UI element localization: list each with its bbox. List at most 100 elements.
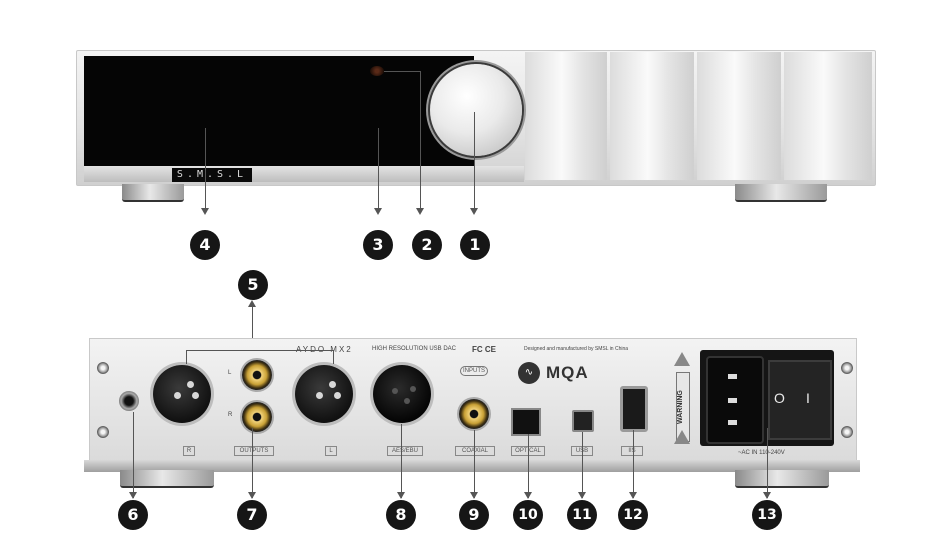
- model-subtitle: HIGH RESOLUTION USB DAC: [372, 346, 457, 352]
- ac-input-label: ~AC IN 110-240V: [738, 450, 785, 456]
- label-outputs: OUTPUTS: [234, 446, 274, 456]
- xlr-pin: [316, 392, 323, 399]
- callout-12: 12: [618, 500, 648, 530]
- leader-line-7: [252, 428, 253, 498]
- front-foot-left: [122, 184, 184, 202]
- iec-pin: [728, 420, 737, 425]
- ir-receiver: [370, 66, 384, 76]
- iec-pin: [728, 398, 737, 403]
- arrow-6: [129, 492, 137, 499]
- front-display: [84, 56, 474, 166]
- heatsink-fin: [610, 52, 694, 180]
- xlr-pin: [334, 392, 341, 399]
- label-r: R: [183, 446, 195, 456]
- iis-input[interactable]: [620, 386, 648, 432]
- rca-output-l[interactable]: [242, 360, 272, 390]
- callout-5: 5: [238, 270, 268, 300]
- xlr-pin: [187, 381, 194, 388]
- screw: [97, 362, 109, 374]
- leader-line-8: [401, 424, 402, 498]
- callout-2: 2: [412, 230, 442, 260]
- leader-line-2h: [384, 71, 420, 72]
- callout-4: 4: [190, 230, 220, 260]
- xlr-pin: [329, 381, 336, 388]
- arrow-11: [578, 492, 586, 499]
- callout-9: 9: [459, 500, 489, 530]
- screw: [841, 362, 853, 374]
- arrow-7: [248, 492, 256, 499]
- arrow-8: [397, 492, 405, 499]
- callout-8: 8: [386, 500, 416, 530]
- front-foot-right: [735, 184, 827, 202]
- leader-line-3: [378, 128, 379, 210]
- certification-marks: FC CE: [472, 345, 496, 354]
- rca-output-r[interactable]: [242, 402, 272, 432]
- switch-off-symbol: O: [774, 390, 785, 406]
- xlr-socket: [410, 386, 416, 392]
- arrow-1: [470, 208, 478, 215]
- leader-line-13: [767, 428, 768, 498]
- optical-input[interactable]: [511, 408, 541, 436]
- heatsink-fin: [784, 52, 872, 180]
- volume-knob[interactable]: [430, 64, 522, 156]
- leader-line-6: [133, 412, 134, 498]
- arrow-9: [470, 492, 478, 499]
- callout-10: 10: [513, 500, 543, 530]
- arrow-12: [629, 492, 637, 499]
- rear-bottom-edge: [84, 460, 860, 472]
- arrow-5: [248, 300, 256, 307]
- leader-line-5h: [186, 350, 334, 351]
- leader-line-4: [205, 128, 206, 210]
- leader-line-12: [633, 430, 634, 498]
- screw: [97, 426, 109, 438]
- aes-ebu-input[interactable]: [373, 365, 431, 423]
- callout-6: 6: [118, 500, 148, 530]
- callout-1: 1: [460, 230, 490, 260]
- iec-pin: [728, 374, 737, 379]
- xlr-output-right[interactable]: [153, 365, 211, 423]
- arrow-13: [763, 492, 771, 499]
- heatsink-fin: [697, 52, 781, 180]
- arrow-10: [524, 492, 532, 499]
- xlr-pin: [174, 392, 181, 399]
- power-switch[interactable]: [768, 360, 832, 440]
- rear-foot-left: [120, 470, 214, 488]
- leader-line-10: [528, 434, 529, 498]
- xlr-pin: [192, 392, 199, 399]
- model-text: AYDO MX2: [296, 345, 353, 354]
- rear-foot-right: [735, 470, 829, 488]
- heatsink-fin: [525, 52, 607, 180]
- leader-line-9: [474, 430, 475, 498]
- ground-terminal[interactable]: [119, 391, 139, 411]
- front-bottom-strip: [84, 166, 524, 182]
- leader-line-5a: [186, 350, 187, 364]
- usb-input[interactable]: [572, 410, 594, 432]
- rca-l-marker: L: [228, 370, 232, 376]
- mqa-label: MQA: [546, 363, 589, 382]
- switch-on-symbol: I: [806, 390, 810, 406]
- arrow-4: [201, 208, 209, 215]
- leader-line-1: [474, 112, 475, 210]
- warning-triangle-icon: [674, 352, 690, 366]
- label-aes-ebu: AES/EBU: [387, 446, 423, 456]
- inputs-label: INPUTS: [460, 366, 489, 376]
- callout-11: 11: [567, 500, 597, 530]
- leader-line-5b: [333, 350, 334, 364]
- label-coaxial: COAXIAL: [455, 446, 495, 456]
- callout-13: 13: [752, 500, 782, 530]
- mqa-logo-icon: ∿: [518, 362, 540, 384]
- arrow-2: [416, 208, 424, 215]
- callout-7: 7: [237, 500, 267, 530]
- callout-3: 3: [363, 230, 393, 260]
- coaxial-input[interactable]: [459, 399, 489, 429]
- brand-logo: S.M.S.L: [172, 168, 252, 182]
- label-iis: IIS: [621, 446, 643, 456]
- warning-triangle-icon: [674, 430, 690, 444]
- leader-line-2: [420, 71, 421, 210]
- xlr-socket: [404, 398, 410, 404]
- screw: [841, 426, 853, 438]
- rca-r-marker: R: [228, 412, 233, 418]
- xlr-output-left[interactable]: [295, 365, 353, 423]
- xlr-socket: [392, 388, 398, 394]
- leader-line-5: [252, 302, 253, 348]
